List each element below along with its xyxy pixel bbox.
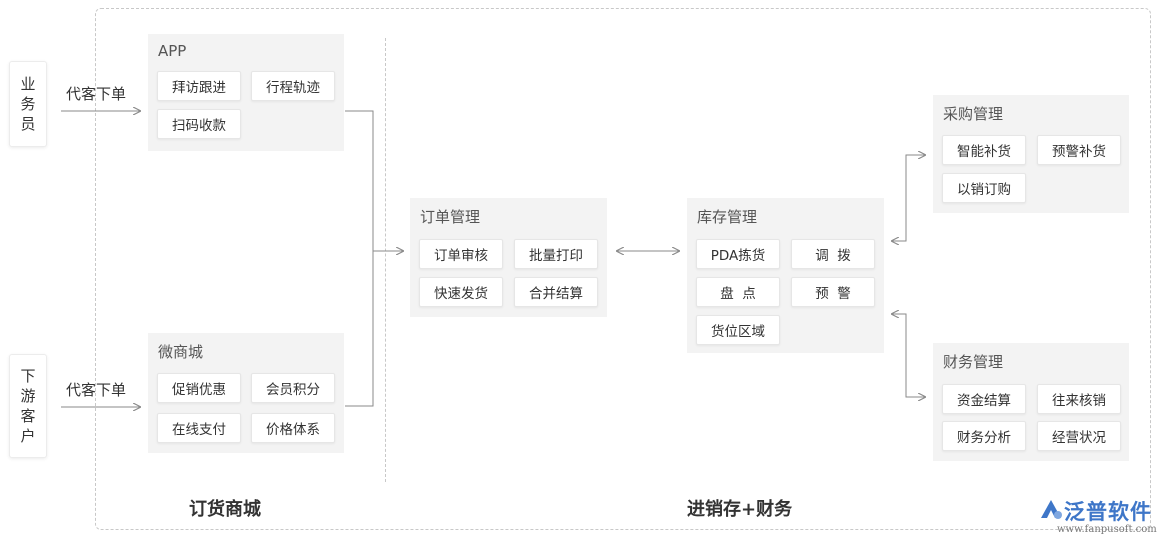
fanpu-logo-icon [1041, 500, 1062, 519]
panel-app: APP 拜访跟进 行程轨迹 扫码收款 [148, 34, 344, 151]
chip-alert-replenish[interactable]: 预警补货 [1037, 135, 1121, 165]
chip-order-review[interactable]: 订单审核 [419, 239, 503, 269]
panel-wechat-mall-title: 微商城 [158, 343, 204, 361]
arrow-inventory-finance [892, 314, 925, 397]
chip-pda-picking[interactable]: PDA拣货 [696, 239, 780, 269]
panel-inventory-management-title: 库存管理 [697, 208, 758, 226]
panel-inventory-management: 库存管理 PDA拣货 调 拨 盘 点 预 警 货位区域 [687, 198, 884, 353]
outer-dashed-frame [95, 8, 1151, 530]
arrow-inventory-purchase [892, 155, 925, 241]
chip-financial-analysis[interactable]: 财务分析 [942, 421, 1026, 451]
panel-app-title: APP [158, 42, 187, 60]
chip-route-track[interactable]: 行程轨迹 [251, 71, 335, 101]
chip-alert[interactable]: 预 警 [791, 277, 875, 307]
chip-scan-payment[interactable]: 扫码收款 [157, 109, 241, 139]
panel-order-management-title: 订单管理 [420, 208, 481, 226]
chip-price-system[interactable]: 价格体系 [251, 413, 335, 443]
chip-merged-settlement[interactable]: 合并结算 [514, 277, 598, 307]
chip-member-points[interactable]: 会员积分 [251, 373, 335, 403]
chip-smart-replenish[interactable]: 智能补货 [942, 135, 1026, 165]
chip-promotion[interactable]: 促销优惠 [157, 373, 241, 403]
chip-transfer[interactable]: 调 拨 [791, 239, 875, 269]
section-label-ordering-mall: 订货商城 [189, 499, 261, 520]
bracket-to-order-management [345, 110, 374, 407]
chip-visit-followup[interactable]: 拜访跟进 [157, 71, 241, 101]
chip-business-status[interactable]: 经营状况 [1037, 421, 1121, 451]
section-divider [385, 38, 386, 482]
chip-batch-print[interactable]: 批量打印 [514, 239, 598, 269]
chip-fund-settlement[interactable]: 资金结算 [942, 384, 1026, 414]
chip-stocktake[interactable]: 盘 点 [696, 277, 780, 307]
panel-wechat-mall: 微商城 促销优惠 会员积分 在线支付 价格体系 [148, 333, 344, 453]
fanpu-logo-name: 泛普软件 [1064, 500, 1152, 524]
edge-label-customer-order: 代客下单 [66, 381, 127, 399]
section-label-erp-finance: 进销存+财务 [687, 499, 793, 520]
fanpu-logo: 泛普软件 www.fanpusoft.com [1036, 496, 1162, 542]
edge-label-salesman-order: 代客下单 [66, 85, 127, 103]
chip-online-payment[interactable]: 在线支付 [157, 413, 241, 443]
actor-salesman: 业 务 员 [9, 61, 47, 147]
panel-finance-management: 财务管理 资金结算 往来核销 财务分析 经营状况 [933, 343, 1129, 461]
chip-purchase-by-sales[interactable]: 以销订购 [942, 173, 1026, 203]
chip-quick-ship[interactable]: 快速发货 [419, 277, 503, 307]
panel-purchase-management: 采购管理 智能补货 预警补货 以销订购 [933, 95, 1129, 213]
chip-account-writeoff[interactable]: 往来核销 [1037, 384, 1121, 414]
chip-storage-location[interactable]: 货位区域 [696, 315, 780, 345]
panel-purchase-management-title: 采购管理 [943, 105, 1004, 123]
actor-downstream-customer: 下 游 客 户 [9, 354, 47, 458]
fanpu-logo-url: www.fanpusoft.com [1057, 524, 1157, 535]
panel-order-management: 订单管理 订单审核 批量打印 快速发货 合并结算 [410, 198, 607, 317]
panel-finance-management-title: 财务管理 [943, 353, 1004, 371]
